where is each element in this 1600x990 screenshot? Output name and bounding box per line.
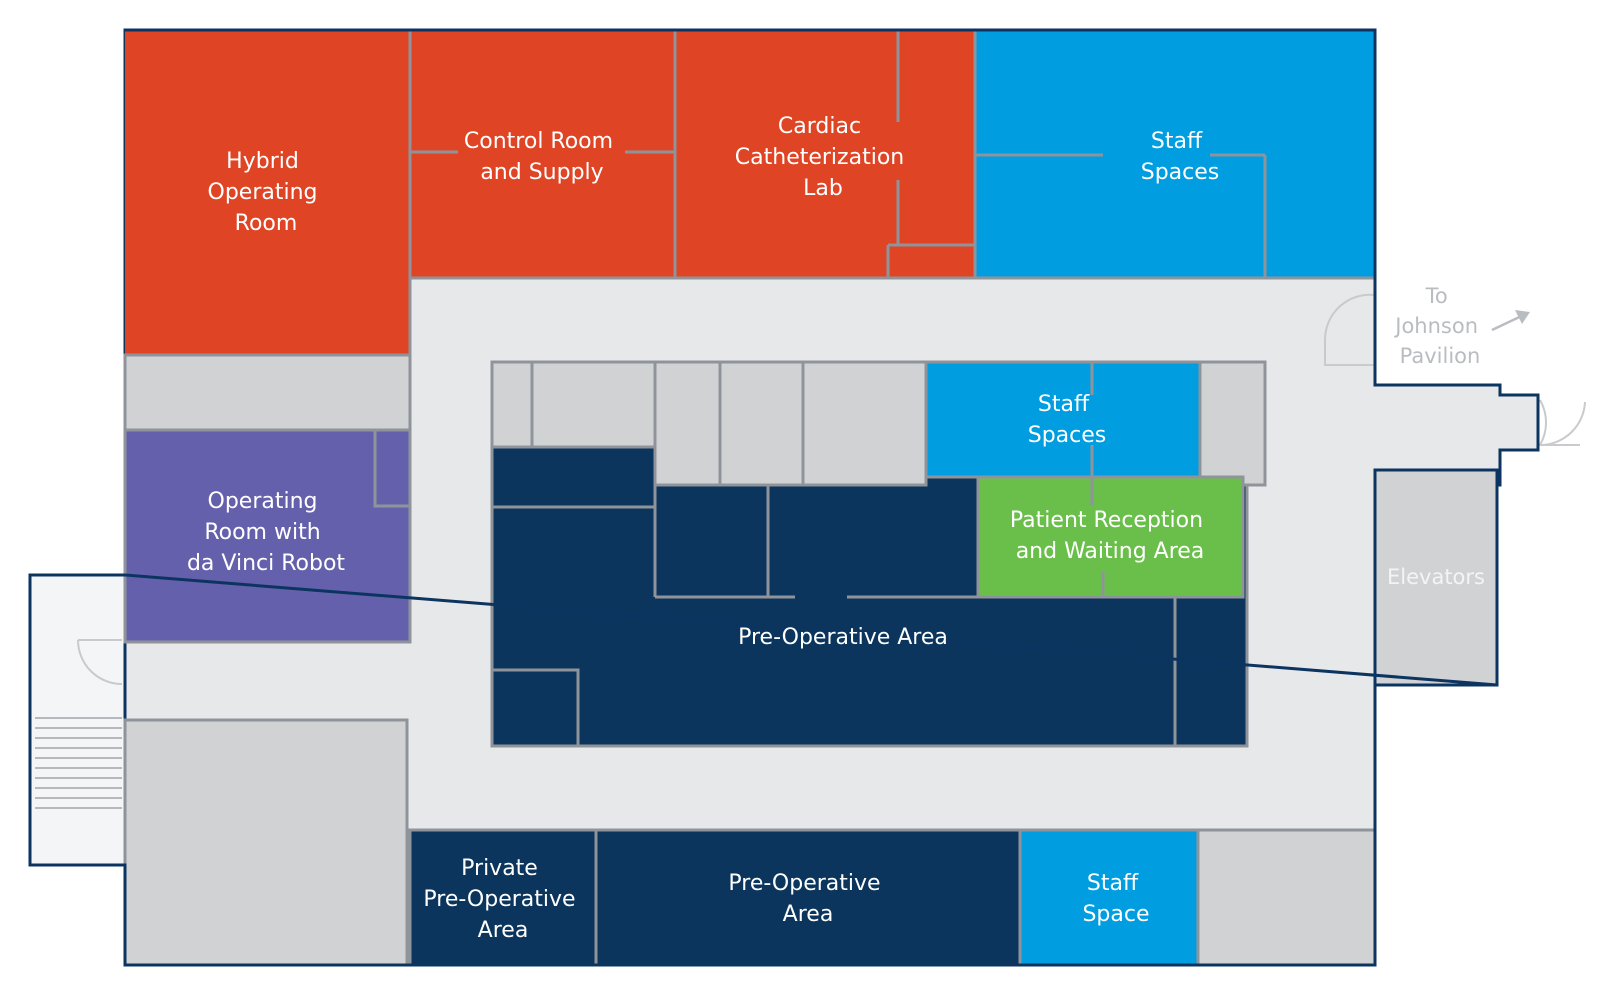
room-support-bottom-right[interactable] [1196,828,1377,967]
robot-or-alcove-wall [373,430,410,508]
label-hybrid-or: Hybrid Operating Room [208,149,325,236]
label-patient-reception: Patient Reception and Waiting Area [1010,508,1210,564]
elevators[interactable] [1373,468,1499,687]
label-control-supply: Control Room and Supply [464,129,620,185]
room-staff-space-bottom[interactable] [1018,828,1200,967]
room-support-c3[interactable] [653,360,722,487]
room-patient-reception[interactable] [976,475,1245,599]
label-private-preop: Private Pre-Operative Area [423,856,582,943]
corridor-door-swing-icon [1323,293,1376,366]
room-robot-or[interactable] [123,428,412,644]
label-staff-spaces-center: Staff Spaces [1028,392,1107,448]
room-cath-lab[interactable] [675,30,975,278]
room-support-c5[interactable] [801,360,928,487]
label-cath-lab: Cardiac Catheterization Lab [735,114,911,201]
entrance-door-swing-icon [1538,399,1586,447]
room-staff-spaces-center[interactable] [924,360,1202,479]
label-preop-center: Pre-Operative Area [738,625,948,650]
label-to-johnson-pavilion: To Johnson Pavilion [1393,284,1484,368]
room-support-c4[interactable] [718,360,805,487]
label-staff-space-bottom: Staff Space [1082,871,1149,927]
label-elevators: Elevators [1387,565,1485,589]
room-preop-bottom[interactable] [594,828,1022,967]
room-support-c2[interactable] [530,360,657,449]
label-staff-spaces-top: Staff Spaces [1141,129,1220,185]
arrow-up-right-icon [1491,310,1530,332]
room-private-preop[interactable] [408,828,598,967]
central-block-walls [492,362,1243,746]
stairwell [28,573,127,867]
label-preop-bottom: Pre-Operative Area [728,871,887,927]
room-support-left-lower[interactable] [123,718,409,967]
stair-door-swing-icon [77,639,123,685]
room-control-supply[interactable] [410,30,675,278]
room-support-c1[interactable] [490,360,534,449]
building-outline [28,28,1540,967]
room-support-left-upper[interactable] [123,353,412,432]
top-row-walls [408,30,1375,355]
room-hybrid-or[interactable] [125,30,410,355]
label-robot-or: Operating Room with da Vinci Robot [187,489,345,576]
